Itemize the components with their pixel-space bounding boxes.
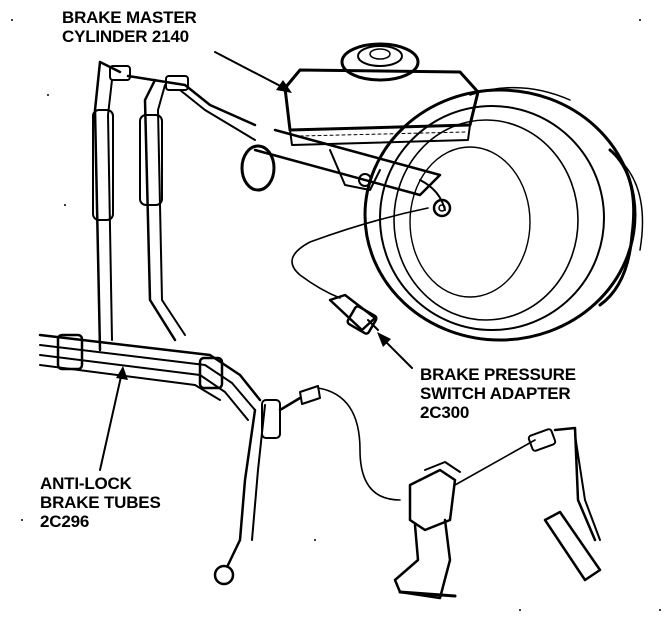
callout-abs-tubes-line3: 2C296 xyxy=(40,512,90,531)
abs-tube-bundle xyxy=(38,333,321,586)
callout-pressure-switch-line2: SWITCH ADAPTER xyxy=(420,384,571,403)
callout-master-cylinder-line2: CYLINDER 2140 xyxy=(62,27,189,46)
callout-master-cylinder: BRAKE MASTER CYLINDER 2140 xyxy=(62,8,197,46)
callout-abs-tubes-line2: BRAKE TUBES xyxy=(40,493,161,512)
arrowheads xyxy=(116,80,391,380)
brake-booster xyxy=(363,86,644,342)
brake-lines xyxy=(92,60,257,352)
callout-abs-tubes-line1: ANTI-LOCK xyxy=(40,474,132,493)
callout-pressure-switch: BRAKE PRESSURE SWITCH ADAPTER 2C300 xyxy=(420,365,576,422)
callout-pressure-switch-line3: 2C300 xyxy=(420,403,470,422)
pressure-switch xyxy=(291,207,429,335)
callout-master-cylinder-line1: BRAKE MASTER xyxy=(62,8,197,27)
abs-module xyxy=(317,387,602,600)
scan-speckles xyxy=(11,19,661,611)
callout-abs-tubes: ANTI-LOCK BRAKE TUBES 2C296 xyxy=(40,474,161,531)
callout-pressure-switch-line1: BRAKE PRESSURE xyxy=(420,365,576,384)
master-cylinder xyxy=(240,42,480,218)
